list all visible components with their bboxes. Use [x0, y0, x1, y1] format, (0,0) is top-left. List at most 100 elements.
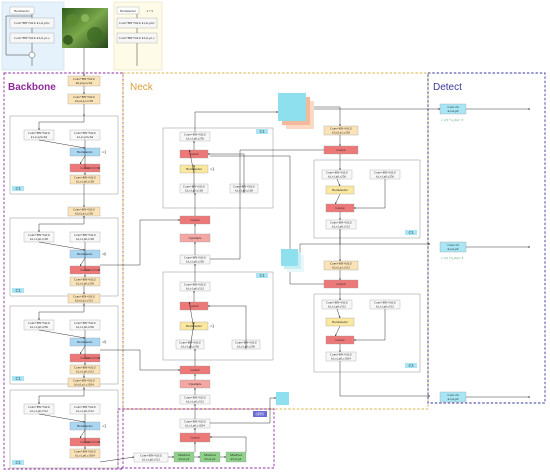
neck-c3-d-concat-label: Concat — [335, 338, 344, 342]
bottleneck2-inset-note: a + b — [147, 9, 154, 13]
neck-down-c — [323, 125, 359, 136]
sppf-tag-label: SPPF — [256, 412, 266, 417]
neck-c3-c-frame — [313, 159, 421, 239]
neck-c3-a-repeat: ×3 — [210, 323, 214, 328]
backbone-c3-2-tag — [12, 288, 24, 293]
neck-c3-c-tag — [405, 230, 417, 235]
neck-c3-a-frame — [162, 271, 274, 361]
backbone-c3-4-repeat: ×3 — [102, 423, 106, 428]
neck-upsample-a-label: Upsample — [189, 382, 203, 386]
bottleneck2-inset-conv-top: Conv+BN+SiLU k1,s1,p0,c — [119, 21, 155, 26]
add-icon — [28, 51, 36, 59]
neck-concat-a-label: Concat — [190, 368, 199, 372]
detect-frame — [427, 72, 546, 404]
neck-c3-c-tag-label: C3 — [409, 230, 414, 235]
neck-frame — [122, 72, 429, 410]
neck-c3-d-frame — [313, 293, 421, 373]
neck-c3-d-tag — [405, 363, 417, 368]
sppf-concat-label: Concat — [190, 436, 199, 440]
detect-label: Detect — [433, 82, 462, 93]
neck-concat-b-label: Concat — [190, 218, 199, 222]
feature-map-medium — [281, 249, 304, 272]
neck-c3-c-out — [325, 219, 357, 230]
neck-c3-b-frame — [162, 127, 274, 209]
bottleneck2-inset-conv-bottom: Conv+BN+SiLU k3,s1,p1,c — [119, 36, 155, 41]
backbone-c3-1-repeat: ×3 — [102, 149, 106, 154]
neck-c3-a-bottleneck-label: Bottleneck2 — [186, 324, 202, 328]
neck-c3-c-concat-label: Concat — [335, 206, 344, 210]
backbone-label: Backbone — [8, 82, 56, 93]
neck-c3-d-bottleneck-label: Bottleneck2 — [332, 320, 348, 324]
sppf-tag — [253, 411, 267, 417]
backbone-c3-2-frame — [9, 217, 119, 297]
backbone-c3-3-frame — [9, 305, 119, 385]
neck-upsample-b-label: Upsample — [189, 236, 203, 240]
bottleneck1-inset-conv-top: Conv+BN+SiLU k1,s1,p0,c — [14, 21, 50, 26]
neck-c3-b-tag — [256, 129, 268, 134]
backbone-c3-4-frame — [9, 389, 119, 469]
backbone-c3-4-tag — [12, 460, 24, 465]
detect-head-2-formula: c = (5 + n_cls) × 3 — [441, 256, 464, 260]
neck-concat-c-label: Concat — [336, 148, 345, 152]
feature-map-large — [278, 93, 314, 129]
bottleneck2-inset-title: Bottleneck2 — [120, 9, 136, 13]
bottleneck2-inset: Bottleneck2 a + b Conv+BN+SiLU k1,s1,p0,… — [113, 1, 163, 71]
feature-map-small — [276, 392, 289, 405]
neck-down-d — [323, 260, 359, 271]
neck-c3-b-tag-label: C3 — [260, 129, 265, 134]
neck-c3-a-tag — [256, 273, 268, 278]
backbone-c3-3-tag-label: C3 — [16, 376, 21, 381]
neck-c3-d-out — [325, 351, 357, 362]
backbone-c3-3-repeat: ×9 — [102, 339, 106, 344]
neck-c3-b-repeat: ×3 — [210, 166, 214, 171]
neck-c3-b-concat-label: Concat — [189, 152, 198, 156]
neck-c3-a-concat-label: Concat — [189, 304, 198, 308]
backbone-c3-1-frame — [9, 115, 119, 195]
backbone-c3-2-tag-label: C3 — [16, 288, 21, 293]
backbone-c3-1-tag-label: C3 — [16, 186, 21, 191]
bottleneck1-inset: Bottleneck1 Conv+BN+SiLU k1,s1,p0,c Conv… — [1, 1, 65, 71]
backbone-c3-1-tag — [12, 186, 24, 191]
neck-c3-c-bottleneck-label: Bottleneck2 — [332, 188, 348, 192]
backbone-c3-2-repeat: ×6 — [102, 251, 106, 256]
bottleneck1-inset-conv-bottom: Conv+BN+SiLU k3,s1,p1,c — [14, 36, 50, 41]
